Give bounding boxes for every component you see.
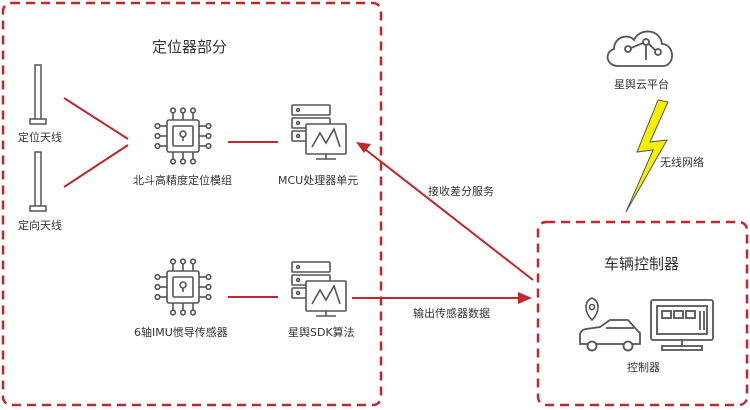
receive-service-label: 接收差分服务 <box>428 185 494 198</box>
gnss-chip-icon <box>154 107 212 165</box>
sdk-algorithm-label: 星舆SDK算法 <box>288 326 355 339</box>
car-icon <box>579 319 641 352</box>
mcu-processor-icon <box>291 104 347 160</box>
output-data-arrow <box>352 292 532 304</box>
locator-section-title: 定位器部分 <box>152 38 228 56</box>
cloud-platform-icon <box>606 30 673 67</box>
mcu-processor-label: MCU处理器单元 <box>278 174 359 187</box>
cloud-platform-label: 星舆云平台 <box>614 78 669 91</box>
wireless-lightning-icon <box>625 99 669 213</box>
antenna-top-label: 定位天线 <box>18 131 62 144</box>
imu-chip-icon <box>154 258 212 316</box>
imu-sensor-label: 6轴IMU惯导传感器 <box>134 326 228 339</box>
output-data-label: 输出传感器数据 <box>413 307 490 320</box>
sdk-algorithm-icon <box>291 261 347 317</box>
antenna-top-link <box>63 97 129 140</box>
vehicle-section-frame <box>536 220 749 407</box>
controller-label: 控制器 <box>627 361 660 374</box>
location-pin-icon <box>585 297 599 322</box>
gnss-module-label: 北斗高精度定位模组 <box>133 174 232 187</box>
antenna-top-icon <box>29 64 47 125</box>
receive-service-arrow <box>356 142 534 281</box>
antenna-bottom-label: 定向天线 <box>18 219 62 232</box>
vehicle-section-title: 车辆控制器 <box>604 255 680 273</box>
controller-monitor-icon <box>650 299 714 351</box>
wireless-network-label: 无线网络 <box>660 156 704 169</box>
locator-section-frame <box>1 1 383 407</box>
antenna-bottom-link <box>63 144 129 188</box>
antenna-bottom-icon <box>29 151 47 212</box>
